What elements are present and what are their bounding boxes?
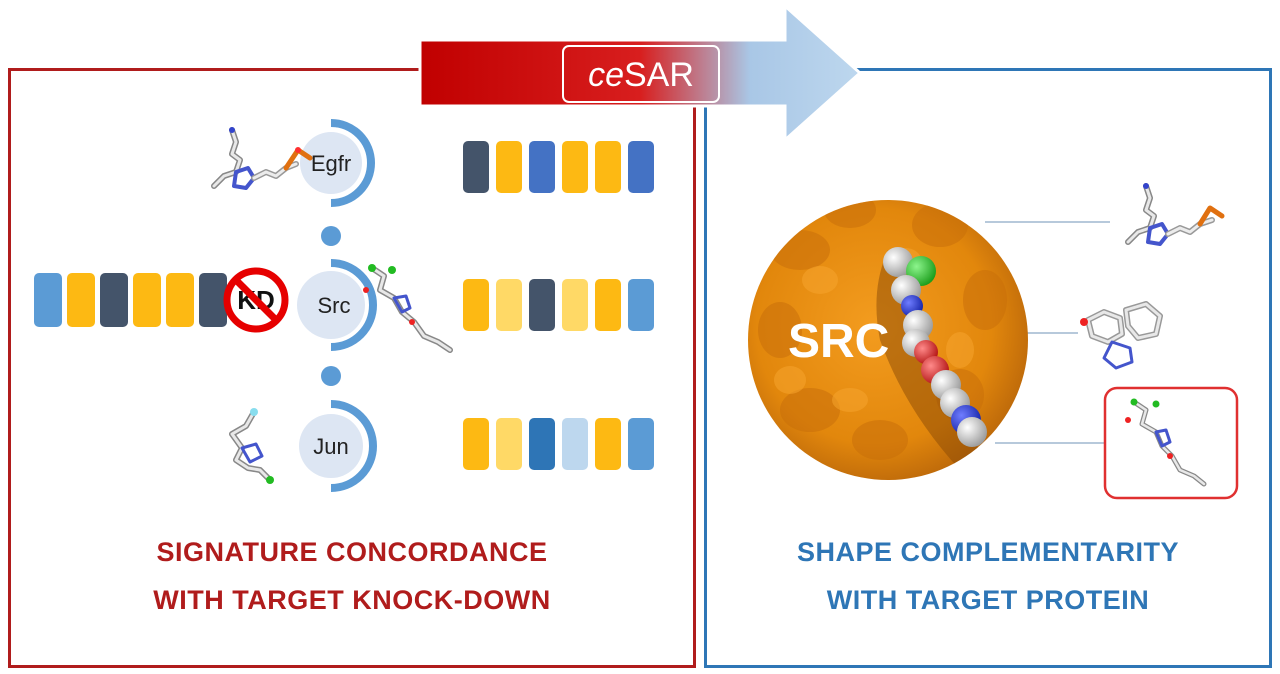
molecule-icon-src (363, 264, 453, 353)
protein-label: SRC (788, 315, 889, 368)
gene-label-egfr: Egfr (311, 151, 351, 176)
signature-bar (628, 141, 654, 193)
right-caption-line1: SHAPE COMPLEMENTARITY (796, 537, 1179, 567)
gene-label-src: Src (318, 293, 351, 318)
signature-bar (67, 273, 95, 327)
left-caption-line1: SIGNATURE CONCORDANCE (156, 537, 548, 567)
signature-bar (628, 279, 654, 331)
signature-bar (100, 273, 128, 327)
signature-bar (595, 279, 621, 331)
signature-bar (166, 273, 194, 327)
cesar-label: ceSAR (588, 56, 694, 94)
gene-node-src: Src (297, 259, 377, 351)
signature-bar (34, 273, 62, 327)
signature-bar (595, 141, 621, 193)
signature-bar (133, 273, 161, 327)
signature-src (463, 279, 654, 331)
cesar-label-box (562, 45, 720, 103)
signature-bar (562, 141, 588, 193)
knockdown-prohibition-icon: KD (223, 267, 289, 333)
signature-src-knockdown (34, 273, 227, 327)
signature-bar (496, 141, 522, 193)
molecule-icon-jun (229, 408, 274, 484)
signature-bar (628, 418, 654, 470)
left-caption-line2: WITH TARGET KNOCK-DOWN (153, 585, 551, 615)
gene-node-egfr: Egfr (300, 119, 375, 207)
molecule-icon-candidate-2 (1080, 301, 1163, 370)
left-panel (8, 68, 696, 668)
signature-bar (496, 279, 522, 331)
gene-node-jun: Jun (299, 400, 377, 492)
signature-bar (562, 279, 588, 331)
signature-bar (463, 141, 489, 193)
left-caption: SIGNATURE CONCORDANCE WITH TARGET KNOCK-… (8, 528, 696, 624)
signature-bar (529, 418, 555, 470)
cesar-label-italic: ce (588, 56, 624, 94)
signature-bar (463, 418, 489, 470)
signature-bar (199, 273, 227, 327)
protein-surface-image: SRC (748, 200, 1028, 480)
gene-label-jun: Jun (313, 434, 348, 459)
right-caption-line2: WITH TARGET PROTEIN (826, 585, 1150, 615)
molecule-icon-candidate-1 (1125, 183, 1225, 246)
right-caption: SHAPE COMPLEMENTARITY WITH TARGET PROTEI… (704, 528, 1272, 624)
signature-bar (595, 418, 621, 470)
signature-bar (562, 418, 588, 470)
right-panel (704, 68, 1272, 668)
connector-dot (321, 366, 341, 386)
molecule-icon-egfr (211, 127, 313, 190)
connector-dot (321, 226, 341, 246)
signature-jun (463, 418, 654, 470)
molecule-icon-candidate-3 (1125, 398, 1207, 487)
signature-bar (496, 418, 522, 470)
cesar-label-rest: SAR (624, 56, 694, 94)
signature-bar (463, 279, 489, 331)
signature-bar (529, 141, 555, 193)
cesar-arrow: ceSAR (418, 2, 863, 144)
signature-egfr (463, 141, 654, 193)
signature-bar (529, 279, 555, 331)
